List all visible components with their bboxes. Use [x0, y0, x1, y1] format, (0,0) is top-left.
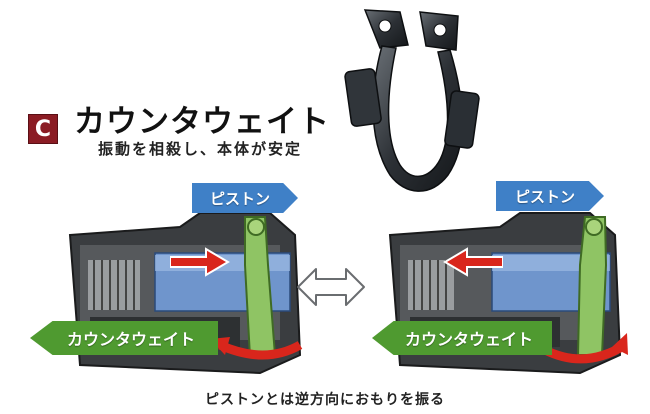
piston-label-right: ピストン — [496, 181, 604, 211]
piston-motion-right-icon — [170, 247, 230, 277]
piston-motion-left-icon — [443, 247, 503, 277]
counterweight-bracket-image — [330, 0, 490, 209]
section-title: カウンタウェイト — [74, 104, 330, 140]
counterweight-label-left: カウンタウェイト — [30, 321, 218, 355]
double-headed-arrow-icon — [296, 265, 366, 313]
section-badge: C — [28, 114, 58, 144]
tool-cutaway-left — [60, 205, 310, 385]
diagram-caption: ピストンとは逆方向におもりを振る — [205, 392, 445, 408]
piston-label-left: ピストン — [192, 183, 298, 213]
tool-cutaway-right — [380, 205, 630, 385]
section-subtitle: 振動を相殺し、本体が安定 — [98, 140, 303, 158]
counterweight-label-right: カウンタウェイト — [372, 321, 552, 355]
